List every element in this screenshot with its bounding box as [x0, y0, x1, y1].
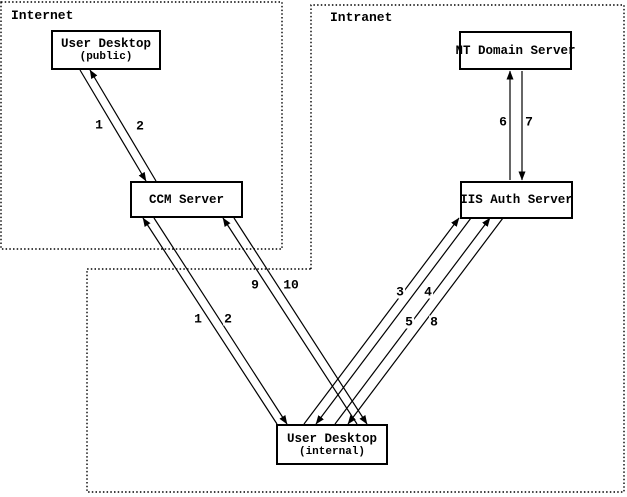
node-label: IIS Auth Server: [460, 193, 573, 207]
flow-step-label-9: 9: [250, 277, 260, 293]
node-nt-domain-server: NT Domain Server: [455, 31, 576, 70]
flow-step-label-4: 4: [423, 284, 433, 300]
flow-arrow-2-ccm-server-to-user-desktop-public: [89, 69, 157, 182]
zone-label-internet: Internet: [11, 8, 74, 23]
flow-step-label-2: 2: [135, 118, 145, 134]
flow-arrow-10-ccm-server-to-user-desktop-internal: [233, 217, 368, 425]
flow-step-label-10: 10: [282, 277, 300, 293]
flow-arrow-1-user-desktop-internal-to-ccm-server: [142, 217, 278, 425]
flow-step-label-1: 1: [193, 311, 203, 327]
node-label: CCM Server: [148, 192, 224, 207]
flow-step-label-7: 7: [524, 114, 534, 130]
node-sublabel: (internal): [298, 445, 365, 458]
zone-label-intranet: Intranet: [330, 10, 393, 25]
node-sublabel: (public): [79, 51, 133, 63]
node-ccm-server: CCM Server: [130, 181, 243, 218]
node-label: User Desktop: [286, 431, 377, 446]
zone-intranet-border: [86, 4, 625, 493]
node-user-desktop-internal: User Desktop (internal): [276, 424, 388, 465]
flow-step-label-2: 2: [223, 311, 233, 327]
node-label: NT Domain Server: [455, 43, 576, 58]
flow-step-label-1: 1: [94, 117, 104, 133]
flow-step-label-6: 6: [498, 114, 508, 130]
node-iis-auth-server: IIS Auth Server: [460, 181, 573, 219]
flow-step-label-5: 5: [404, 314, 414, 330]
flow-arrow-4-iis-auth-server-to-user-desktop-internal: [315, 217, 472, 425]
flow-arrow-8-iis-auth-server-to-user-desktop-internal: [347, 217, 504, 425]
flow-arrow-1-user-desktop-public-to-ccm-server: [79, 69, 147, 182]
flow-arrow-2-ccm-server-to-user-desktop-internal: [153, 217, 288, 425]
flow-arrow-3-user-desktop-internal-to-iis-auth-server: [303, 217, 460, 425]
flow-arrow-9-user-desktop-internal-to-ccm-server: [222, 217, 358, 425]
flow-step-label-3: 3: [395, 284, 405, 300]
flow-step-label-8: 8: [429, 314, 439, 330]
node-label: User Desktop: [60, 37, 151, 51]
node-user-desktop-public: User Desktop (public): [51, 30, 161, 70]
